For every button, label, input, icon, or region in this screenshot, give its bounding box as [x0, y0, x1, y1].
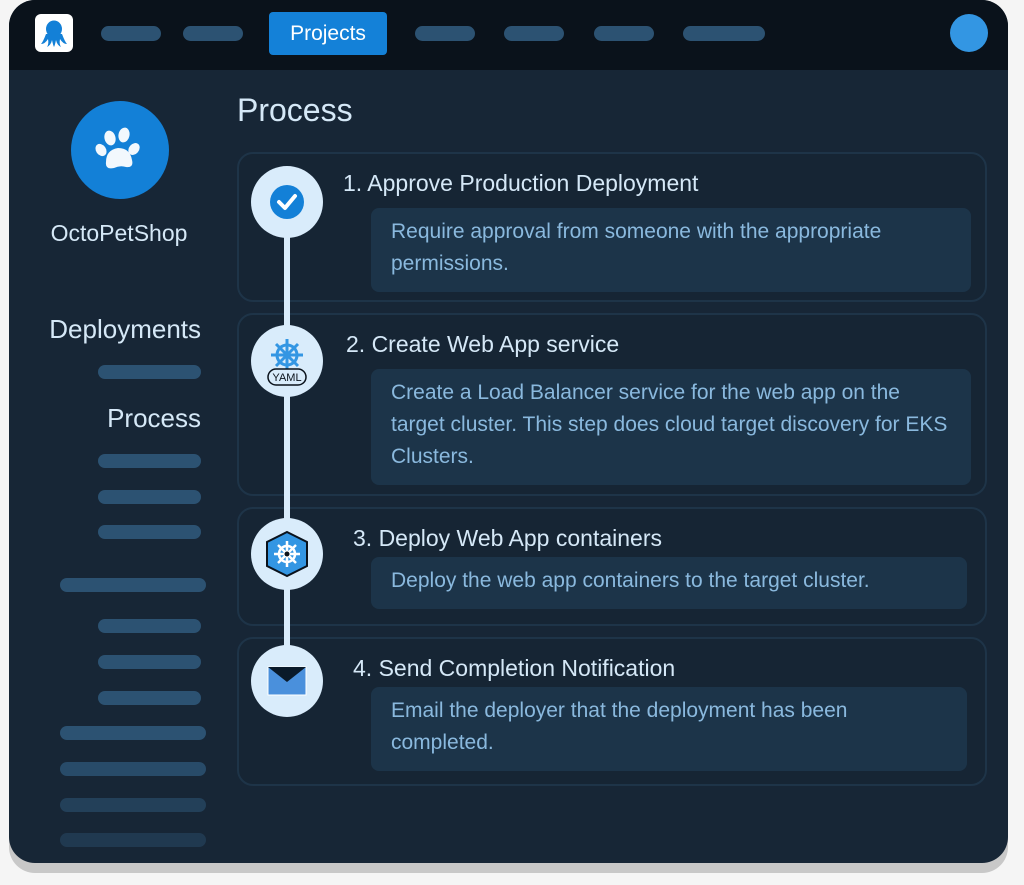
nav-item-placeholder[interactable]	[683, 26, 765, 41]
page-title: Process	[237, 92, 353, 128]
nav-item-placeholder[interactable]	[183, 26, 243, 41]
step-description: Create a Load Balancer service for the w…	[371, 369, 971, 485]
nav-item-placeholder[interactable]	[594, 26, 654, 41]
step-title: 2. Create Web App service	[346, 331, 620, 357]
process-step-card[interactable]: 1. Approve Production Deployment Require…	[237, 152, 987, 302]
sidebar-item-placeholder[interactable]	[60, 726, 206, 740]
process-step-card[interactable]: 4. Send Completion Notification Email th…	[237, 637, 987, 786]
kubernetes-yaml-icon: YAML	[251, 325, 323, 397]
project-name: OctoPetShop	[50, 220, 188, 246]
sidebar-item-placeholder[interactable]	[60, 762, 206, 776]
step-title: 4. Send Completion Notification	[353, 655, 676, 681]
sidebar-item-process[interactable]: Process	[107, 403, 201, 433]
nav-item-placeholder[interactable]	[415, 26, 475, 41]
nav-item-placeholder[interactable]	[101, 26, 161, 41]
sidebar-subitem-placeholder[interactable]	[98, 490, 201, 504]
timeline-connector	[284, 230, 290, 660]
sidebar-item-placeholder[interactable]	[60, 798, 206, 812]
sidebar-subitem-placeholder[interactable]	[98, 691, 201, 705]
step-description: Deploy the web app containers to the tar…	[371, 557, 967, 609]
sidebar-subitem-placeholder[interactable]	[98, 365, 201, 379]
sidebar-subitem-placeholder[interactable]	[98, 454, 201, 468]
svg-text:YAML: YAML	[272, 372, 301, 384]
step-title: 1. Approve Production Deployment	[343, 170, 699, 196]
sidebar-item-deployments[interactable]: Deployments	[49, 314, 201, 344]
sidebar-item-placeholder[interactable]	[60, 833, 206, 847]
sidebar-item-placeholder[interactable]	[60, 578, 206, 592]
nav-item-placeholder[interactable]	[504, 26, 564, 41]
top-navigation-bar: Projects	[9, 0, 1008, 70]
step-title: 3. Deploy Web App containers	[353, 525, 662, 551]
app-window: Projects OctoPetShop Deployments Process…	[9, 0, 1008, 863]
envelope-icon	[251, 645, 323, 717]
user-avatar-icon[interactable]	[950, 14, 988, 52]
check-circle-icon	[251, 166, 323, 238]
kubernetes-cube-icon	[251, 518, 323, 590]
process-step-card[interactable]: 3. Deploy Web App containers Deploy the …	[237, 507, 987, 626]
paw-icon	[71, 101, 169, 199]
process-step-card[interactable]: 2. Create Web App service Create a Load …	[237, 313, 987, 496]
sidebar-subitem-placeholder[interactable]	[98, 619, 201, 633]
step-description: Require approval from someone with the a…	[371, 208, 971, 292]
projects-nav-button[interactable]: Projects	[269, 12, 387, 55]
step-description: Email the deployer that the deployment h…	[371, 687, 967, 771]
octopus-logo-icon[interactable]	[35, 14, 73, 52]
sidebar-subitem-placeholder[interactable]	[98, 655, 201, 669]
sidebar-subitem-placeholder[interactable]	[98, 525, 201, 539]
